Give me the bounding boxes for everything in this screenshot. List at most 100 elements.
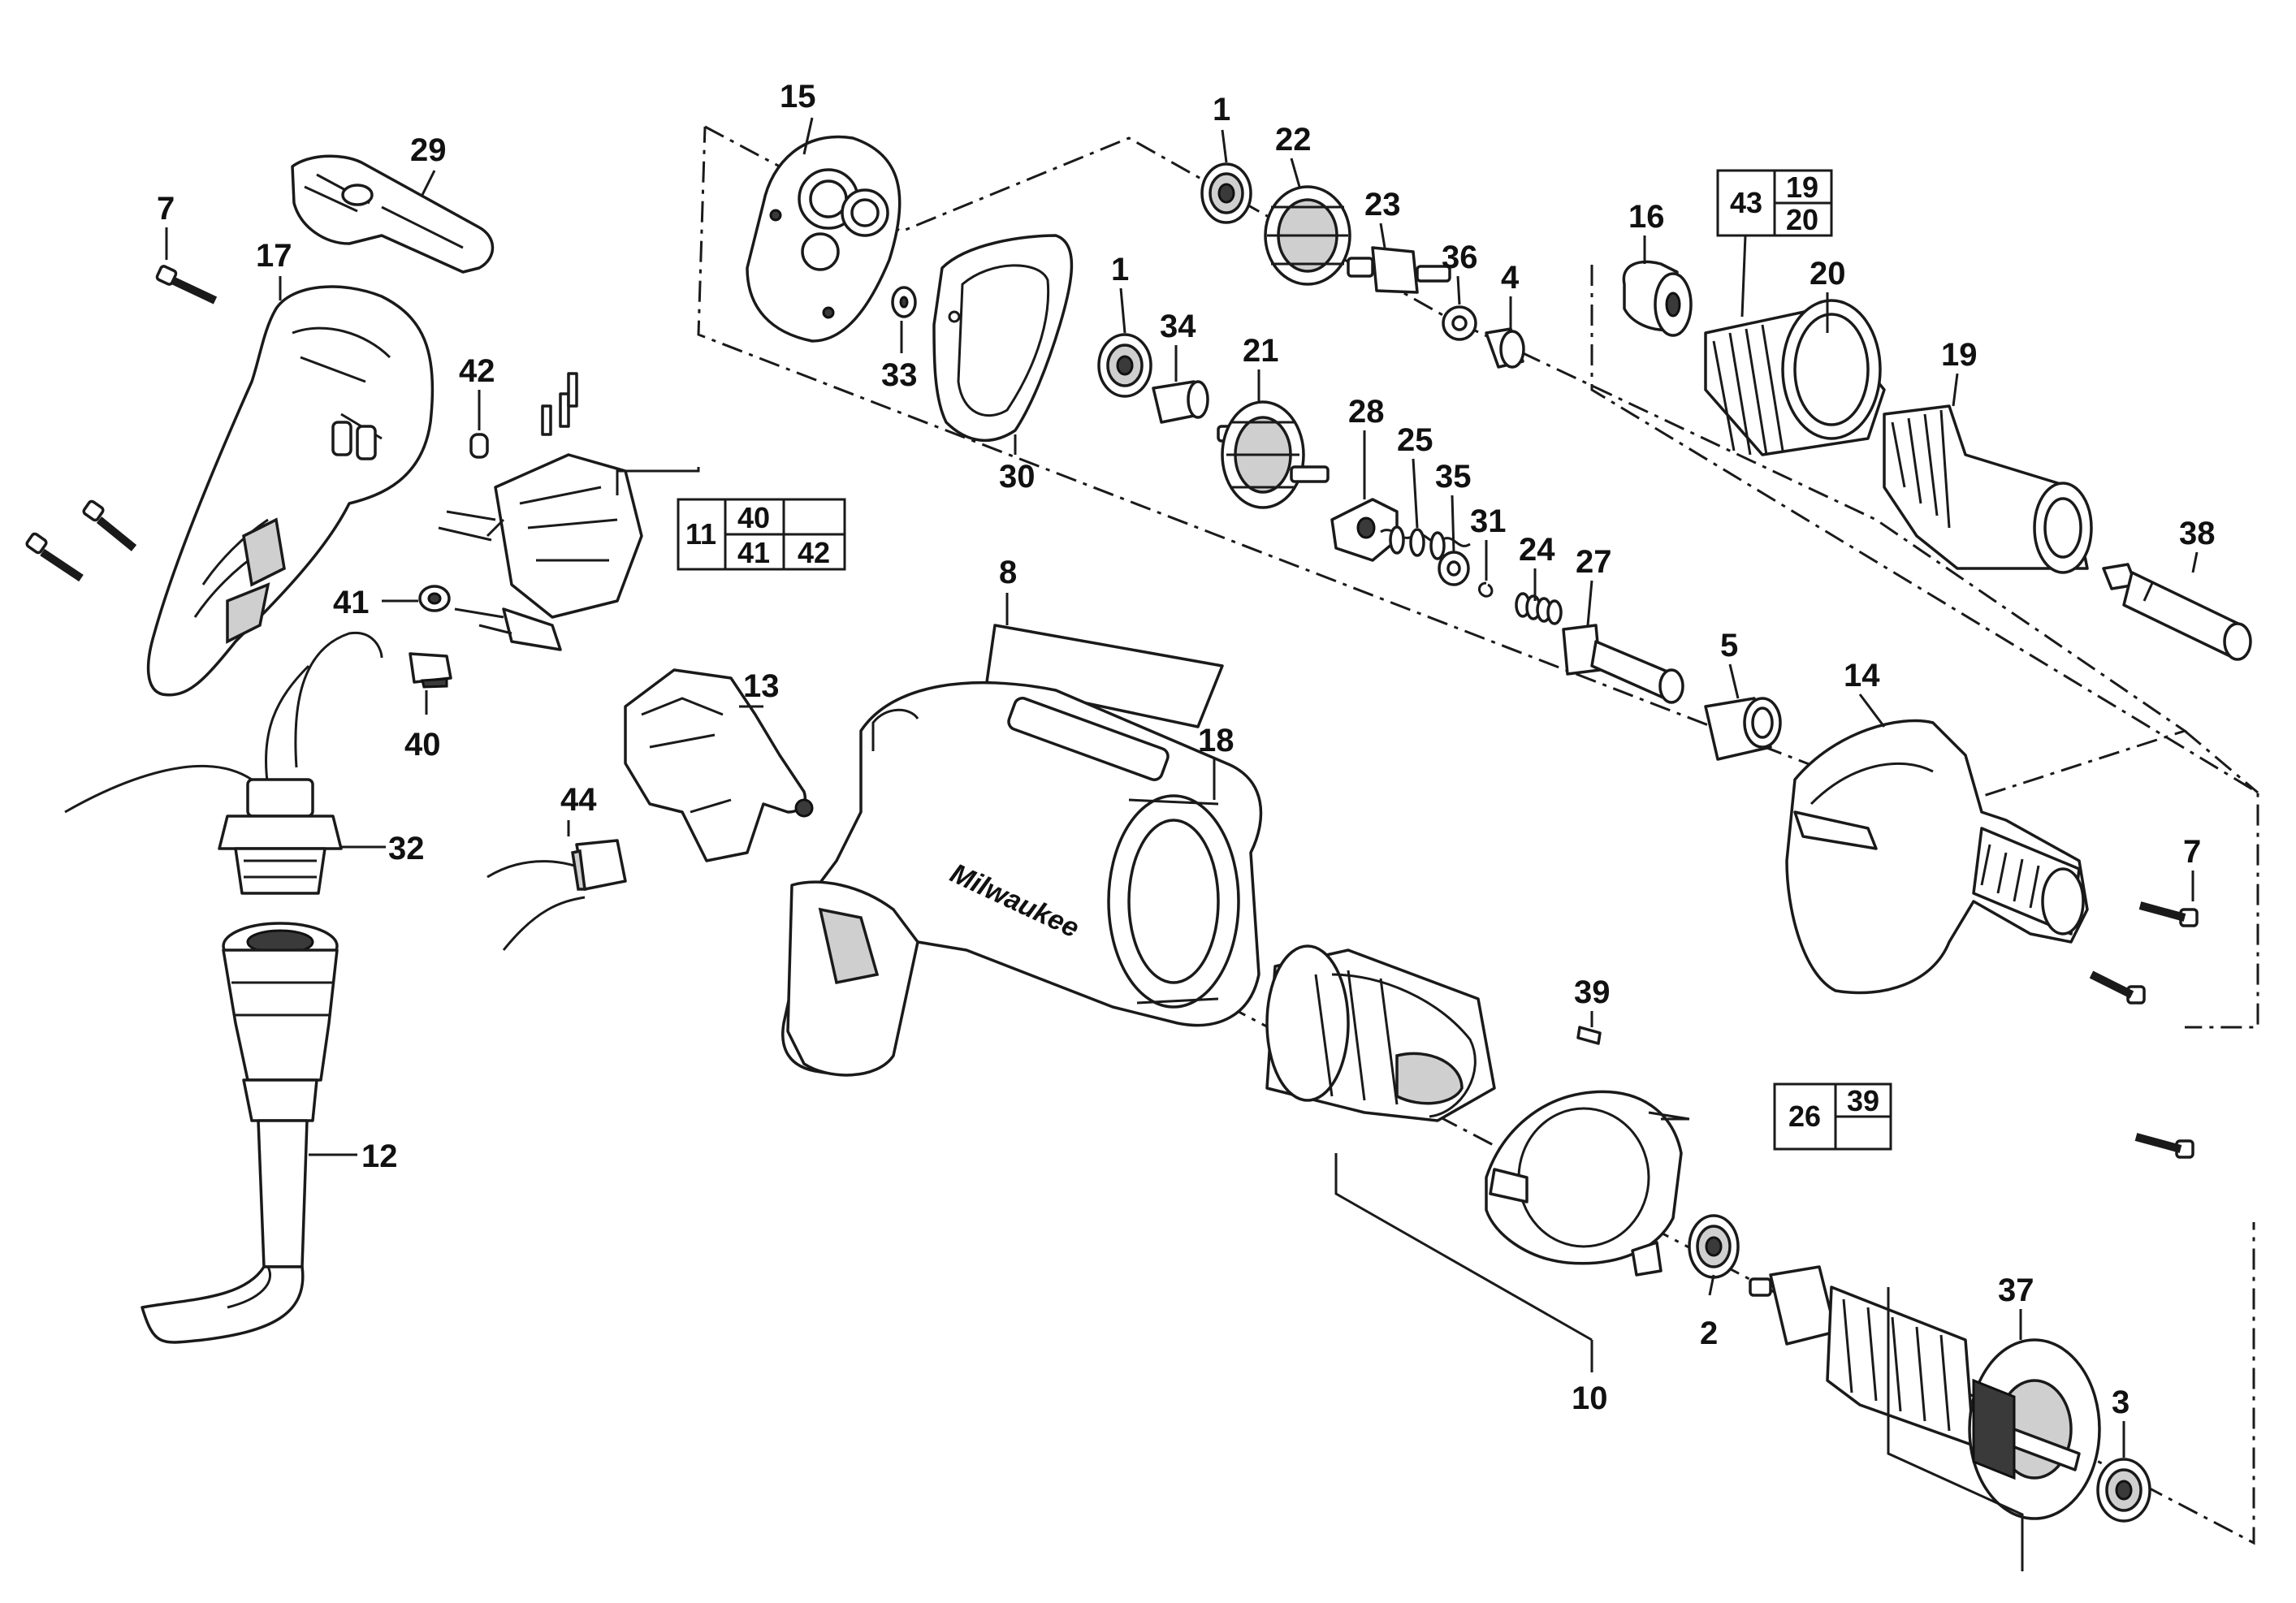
motor-boundary bbox=[1120, 948, 2255, 1545]
label-20: 20 bbox=[1810, 256, 1846, 292]
locator-20-part bbox=[1704, 299, 1886, 456]
kit-11-top-left: 40 bbox=[737, 501, 770, 534]
label-1-top: 1 bbox=[1213, 92, 1230, 127]
label-14: 14 bbox=[1844, 658, 1880, 693]
label-3: 3 bbox=[2112, 1385, 2130, 1420]
bearing-1-mid-part bbox=[1097, 333, 1152, 398]
label-5: 5 bbox=[1720, 628, 1738, 663]
kit-43-top: 19 bbox=[1786, 171, 1818, 204]
bearing-3-part bbox=[2096, 1458, 2151, 1523]
trigger-switch-part bbox=[624, 668, 814, 862]
kit-43-main: 43 bbox=[1730, 186, 1762, 219]
bit-holder-38-part bbox=[2102, 563, 2252, 661]
label-27: 27 bbox=[1576, 544, 1612, 580]
label-10: 10 bbox=[1572, 1380, 1608, 1416]
gear-plate-part bbox=[746, 135, 902, 343]
label-4: 4 bbox=[1501, 260, 1520, 296]
carbon-brush-part bbox=[486, 839, 627, 951]
kit-box-26: 26 39 bbox=[1773, 1082, 1892, 1151]
screw-7-part bbox=[155, 265, 218, 305]
screw-handle-b-part bbox=[25, 532, 84, 582]
power-cord-part bbox=[141, 922, 339, 1344]
kit-26-right: 39 bbox=[1847, 1084, 1879, 1117]
handle-housing-part bbox=[146, 285, 435, 697]
label-12: 12 bbox=[361, 1139, 398, 1174]
washer-33-part bbox=[891, 286, 917, 318]
screw-nose-c-part bbox=[2134, 1133, 2194, 1159]
label-37: 37 bbox=[1998, 1272, 2034, 1308]
label-38: 38 bbox=[2179, 516, 2216, 551]
screw-7-right-part bbox=[2138, 901, 2199, 927]
spring-24-part bbox=[1515, 592, 1563, 625]
washer-35-part bbox=[1438, 551, 1470, 586]
label-2: 2 bbox=[1700, 1316, 1718, 1351]
label-23: 23 bbox=[1364, 187, 1401, 223]
label-7-left: 7 bbox=[157, 191, 175, 227]
label-32: 32 bbox=[388, 831, 425, 866]
label-7-right: 7 bbox=[2183, 834, 2201, 870]
motor-housing-part: Milwaukee bbox=[781, 681, 1263, 1077]
kit-43-bottom: 20 bbox=[1786, 203, 1818, 236]
kit-11-main: 11 bbox=[685, 517, 716, 551]
label-36: 36 bbox=[1442, 240, 1478, 275]
cap-40-part bbox=[409, 652, 452, 689]
pinion-23-part bbox=[1347, 246, 1451, 294]
knob-41-part bbox=[418, 585, 451, 612]
sleeve-5-part bbox=[1704, 697, 1782, 761]
label-42: 42 bbox=[459, 353, 495, 389]
pin-39-part bbox=[1576, 1026, 1602, 1045]
armature-37-part bbox=[1749, 1265, 2101, 1520]
label-29: 29 bbox=[410, 132, 447, 168]
cord-strain-relief-part bbox=[64, 631, 383, 895]
nameplate-label-part bbox=[985, 624, 1224, 728]
label-21: 21 bbox=[1243, 333, 1279, 369]
label-40: 40 bbox=[404, 727, 441, 763]
spring-25-part bbox=[1380, 525, 1471, 560]
gear-21-part bbox=[1217, 400, 1330, 509]
kit-box-43: 43 19 20 bbox=[1716, 169, 1833, 237]
label-16: 16 bbox=[1628, 199, 1665, 235]
nose-boundary bbox=[1590, 265, 2259, 1029]
clip-31-part bbox=[1478, 581, 1494, 598]
label-41: 41 bbox=[333, 585, 370, 620]
gasket-30-part bbox=[932, 234, 1074, 442]
gear-housing-14-part bbox=[1785, 719, 2089, 995]
label-31: 31 bbox=[1470, 503, 1507, 539]
label-33: 33 bbox=[881, 357, 918, 393]
kit-11-bottom-right: 42 bbox=[798, 536, 830, 569]
label-1-mid: 1 bbox=[1111, 252, 1129, 287]
label-35: 35 bbox=[1435, 459, 1472, 495]
pin-42-part bbox=[469, 433, 489, 459]
kit-box-11: 11 40 41 42 bbox=[677, 498, 846, 571]
screw-handle-a-part bbox=[82, 499, 137, 551]
label-25: 25 bbox=[1397, 422, 1433, 458]
bushing-4-part bbox=[1485, 327, 1525, 369]
spindle-27-part bbox=[1562, 624, 1684, 704]
screw-nose-b-part bbox=[2089, 970, 2146, 1005]
part-number-labels: 15 29 7 17 42 41 40 32 12 44 13 8 18 33 … bbox=[157, 79, 2216, 1420]
label-30: 30 bbox=[999, 459, 1036, 495]
label-8: 8 bbox=[999, 555, 1017, 590]
label-22: 22 bbox=[1275, 122, 1312, 158]
bearing-2-part bbox=[1688, 1214, 1740, 1279]
field-coil-10-part bbox=[1265, 944, 1496, 1122]
collar-16-part bbox=[1622, 260, 1693, 337]
label-17: 17 bbox=[256, 238, 292, 274]
switch-assembly-part bbox=[438, 372, 643, 651]
label-15: 15 bbox=[780, 79, 816, 114]
label-34: 34 bbox=[1160, 309, 1196, 344]
label-24: 24 bbox=[1519, 532, 1555, 568]
belt-hook-part bbox=[291, 154, 495, 274]
nosepiece-19-part bbox=[1883, 404, 2093, 574]
label-18: 18 bbox=[1198, 723, 1234, 758]
gear-22-part bbox=[1264, 185, 1351, 286]
label-44: 44 bbox=[560, 782, 597, 818]
label-28: 28 bbox=[1348, 394, 1385, 430]
label-13: 13 bbox=[743, 668, 780, 704]
washer-36-part bbox=[1442, 305, 1477, 341]
label-39: 39 bbox=[1574, 974, 1611, 1010]
gearcase-boundary bbox=[697, 125, 2188, 814]
bearing-1-top-part bbox=[1200, 162, 1252, 224]
assembly-boundaries bbox=[697, 125, 2259, 1545]
